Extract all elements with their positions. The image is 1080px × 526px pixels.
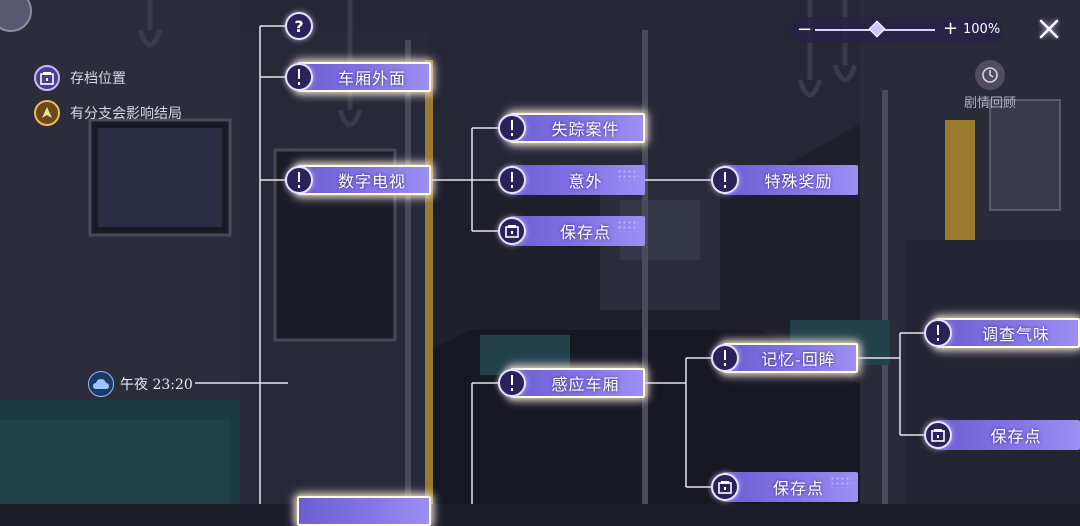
node-label: 感应车厢 (551, 375, 620, 394)
node-label: 意外 (568, 172, 603, 191)
night-cloud-icon (88, 371, 114, 397)
node-label: 数字电视 (337, 172, 406, 191)
save-icon (711, 473, 739, 501)
node-missing-case[interactable]: 失踪案件 (498, 113, 645, 143)
save-icon (498, 217, 526, 245)
exclamation-icon (498, 166, 526, 194)
node-car-outside[interactable]: 车厢外面 (285, 62, 431, 92)
node-label: 保存点 (559, 223, 611, 242)
story-recall-button[interactable]: 剧情回顾 (950, 60, 1030, 111)
question-mark: ? (294, 16, 304, 36)
unknown-node[interactable]: ? (285, 12, 313, 40)
exclamation-icon (711, 166, 739, 194)
legend-save-location: 存档位置 (34, 65, 126, 91)
legend-branch-label: 有分支会影响结局 (70, 106, 182, 122)
zoom-out-button[interactable]: − (797, 19, 813, 40)
node-sense-car[interactable]: 感应车厢 (498, 368, 645, 398)
exclamation-icon (285, 166, 313, 194)
node-offscreen[interactable] (285, 496, 431, 526)
exclamation-icon (924, 319, 952, 347)
exclamation-icon (711, 344, 739, 372)
legend-branch-ending: 有分支会影响结局 (34, 100, 182, 126)
subway-car-background (0, 0, 1080, 504)
node-special-reward[interactable]: 特殊奖励 (711, 165, 858, 195)
node-save-point-2[interactable]: 保存点 (711, 472, 858, 502)
node-label: 失踪案件 (551, 120, 620, 139)
zoom-in-button[interactable]: + (943, 18, 959, 39)
exclamation-icon (498, 369, 526, 397)
legend-save-label: 存档位置 (70, 71, 126, 87)
time-label: 午夜 23:20 (120, 377, 193, 393)
zoom-slider-thumb[interactable] (868, 20, 886, 38)
chapter-time: 午夜 23:20 (88, 371, 193, 397)
node-label: 调查气味 (981, 325, 1050, 344)
save-icon (924, 421, 952, 449)
node-memory-glance[interactable]: 记忆-回眸 (711, 343, 858, 373)
node-label: 记忆-回眸 (761, 350, 836, 369)
recall-label: 剧情回顾 (963, 96, 1016, 111)
node-digital-tv[interactable]: 数字电视 (285, 165, 431, 195)
save-icon (34, 65, 60, 91)
node-label: 保存点 (772, 479, 824, 498)
close-button[interactable] (1032, 12, 1066, 46)
recall-icon (975, 60, 1005, 90)
node-investigate-smell[interactable]: 调查气味 (924, 318, 1080, 348)
node-save-point-3[interactable]: 保存点 (924, 420, 1080, 450)
exclamation-icon (498, 114, 526, 142)
node-label: 车厢外面 (337, 69, 406, 88)
node-accident[interactable]: 意外 (498, 165, 645, 195)
close-icon (1039, 19, 1059, 39)
branch-ending-icon (34, 100, 60, 126)
zoom-percent: 100% (963, 22, 1001, 37)
exclamation-icon (285, 63, 313, 91)
node-label: 特殊奖励 (764, 172, 833, 191)
zoom-control: − + 100% (789, 17, 1003, 43)
node-label: 保存点 (990, 427, 1042, 446)
node-save-point-1[interactable]: 保存点 (498, 216, 645, 246)
